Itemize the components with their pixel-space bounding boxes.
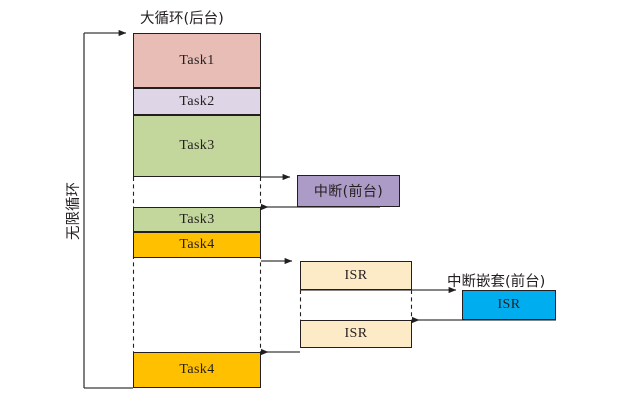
suspension-guides xyxy=(132,177,262,352)
task4-block[interactable]: Task4 xyxy=(133,232,261,258)
interrupt-block[interactable]: 中断(前台) xyxy=(297,175,400,207)
infinite-loop-label: 无限循环 xyxy=(66,182,82,240)
task2-block[interactable]: Task2 xyxy=(133,88,261,115)
background-loop-title: 大循环(后台) xyxy=(140,11,224,27)
task3-block[interactable]: Task3 xyxy=(133,115,261,177)
nested-isr-block[interactable]: ISR xyxy=(462,290,556,320)
isr-suspension-guides xyxy=(299,290,413,320)
task3-resumed-block[interactable]: Task3 xyxy=(133,207,261,232)
infinite-loop-bracket xyxy=(83,29,133,389)
isr-resumed-block[interactable]: ISR xyxy=(300,320,412,348)
task4-resumed-block[interactable]: Task4 xyxy=(133,352,261,388)
isr-first-block[interactable]: ISR xyxy=(300,261,412,290)
task1-block[interactable]: Task1 xyxy=(133,33,261,88)
nested-interrupt-title: 中断嵌套(前台) xyxy=(447,274,546,290)
